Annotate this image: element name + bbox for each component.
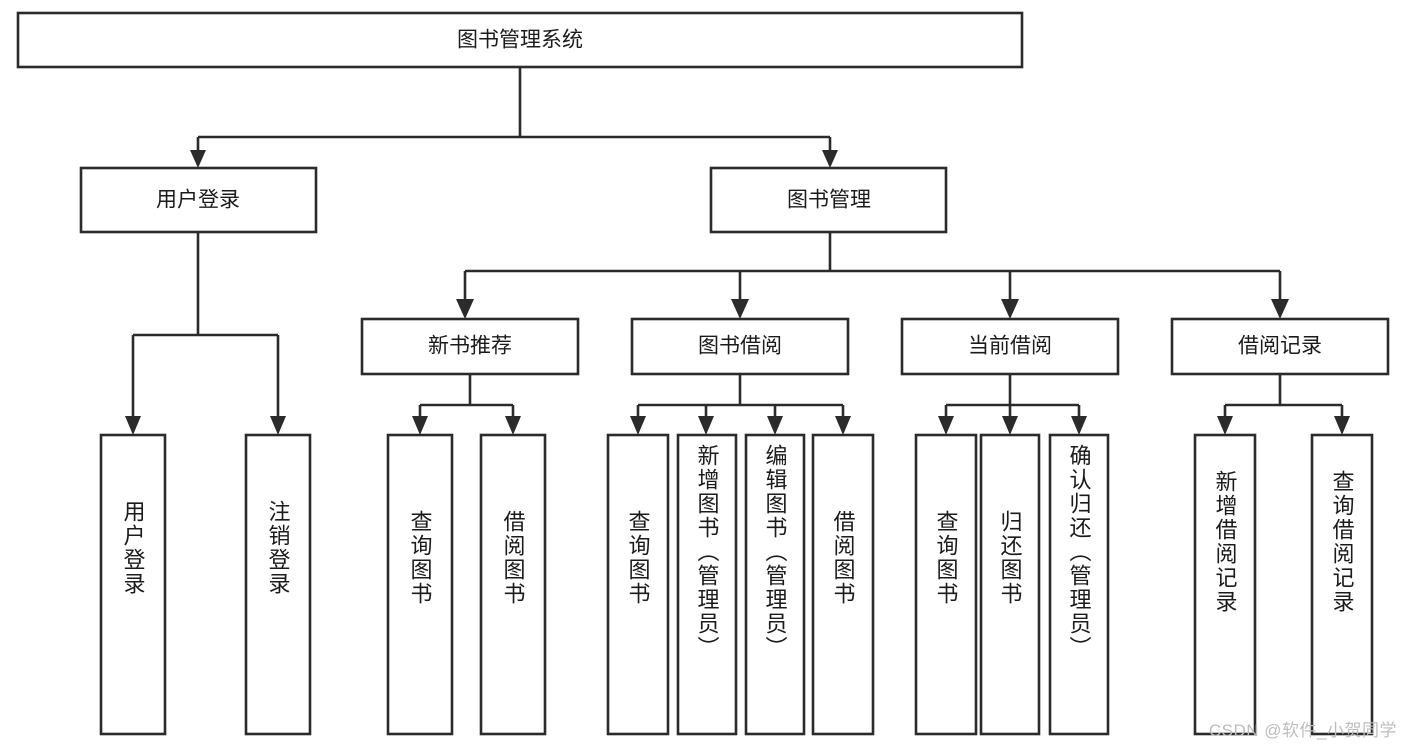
arrow-leaf-current-1	[938, 416, 954, 435]
node-leaf-borrow-2-box[interactable]	[676, 433, 738, 736]
node-layer: 图书管理系统 用户登录 图书管理 新书推荐 图书借阅 当前借阅 借阅记录	[16, 11, 1390, 736]
arrow-to-book-manage	[822, 150, 838, 168]
arrow-level3-1	[456, 299, 474, 319]
node-leaf-newbook-1-box[interactable]	[386, 433, 454, 736]
csdn-watermark: CSDN @软件_小贺同学	[1208, 721, 1397, 740]
arrow-leaf-newbook-1	[412, 416, 428, 435]
node-leaf-current-3-box[interactable]	[1048, 433, 1110, 736]
arrow-level3-4	[1271, 299, 1289, 319]
node-root-label: 图书管理系统	[457, 29, 583, 52]
node-leaf-record-1-box[interactable]	[1193, 433, 1257, 736]
node-book-borrow-box[interactable]	[630, 317, 850, 376]
arrow-leaf-newbook-2	[505, 416, 521, 435]
node-root-box[interactable]	[16, 11, 1024, 69]
arrow-to-user-login	[190, 150, 206, 168]
arrow-leaf-borrow-1	[630, 416, 646, 435]
node-leaf-record-2-box[interactable]	[1310, 433, 1374, 736]
arrow-leaf-user-login-2	[270, 416, 286, 435]
node-leaf-newbook-2-box[interactable]	[479, 433, 547, 736]
node-leaf-user-login-2-box[interactable]	[244, 433, 312, 736]
arrow-leaf-current-3	[1071, 416, 1087, 435]
arrow-leaf-borrow-2	[698, 416, 714, 435]
node-book-manage-label: 图书管理	[787, 189, 871, 212]
connector-layer	[125, 67, 1350, 435]
node-leaf-borrow-3-box[interactable]	[744, 433, 806, 736]
node-leaf-borrow-4-box[interactable]	[811, 433, 875, 736]
node-current-borrow-label: 当前借阅	[968, 335, 1052, 358]
arrow-level3-2	[731, 299, 749, 319]
node-borrow-record-box[interactable]	[1170, 317, 1390, 376]
node-user-login-label: 用户登录	[156, 189, 240, 212]
arrow-leaf-current-2	[1002, 416, 1018, 435]
node-user-login-box[interactable]	[79, 166, 318, 234]
arrow-leaf-user-login-1	[125, 416, 141, 435]
node-leaf-borrow-1-box[interactable]	[606, 433, 670, 736]
node-current-borrow-box[interactable]	[900, 317, 1120, 376]
arrow-level3-3	[1001, 299, 1019, 319]
node-book-borrow-label: 图书借阅	[698, 335, 782, 358]
arrow-leaf-record-1	[1217, 416, 1233, 435]
arrow-leaf-record-2	[1334, 416, 1350, 435]
node-book-manage-box[interactable]	[709, 166, 948, 234]
node-new-book-recommend-box[interactable]	[360, 317, 580, 376]
node-new-book-recommend-label: 新书推荐	[428, 335, 512, 358]
node-leaf-user-login-1-box[interactable]	[99, 433, 167, 736]
node-leaf-current-2-box[interactable]	[979, 433, 1041, 736]
arrow-leaf-borrow-3	[767, 416, 783, 435]
arrow-leaf-borrow-4	[835, 416, 851, 435]
node-leaf-current-1-box[interactable]	[914, 433, 978, 736]
node-borrow-record-label: 借阅记录	[1238, 335, 1322, 358]
